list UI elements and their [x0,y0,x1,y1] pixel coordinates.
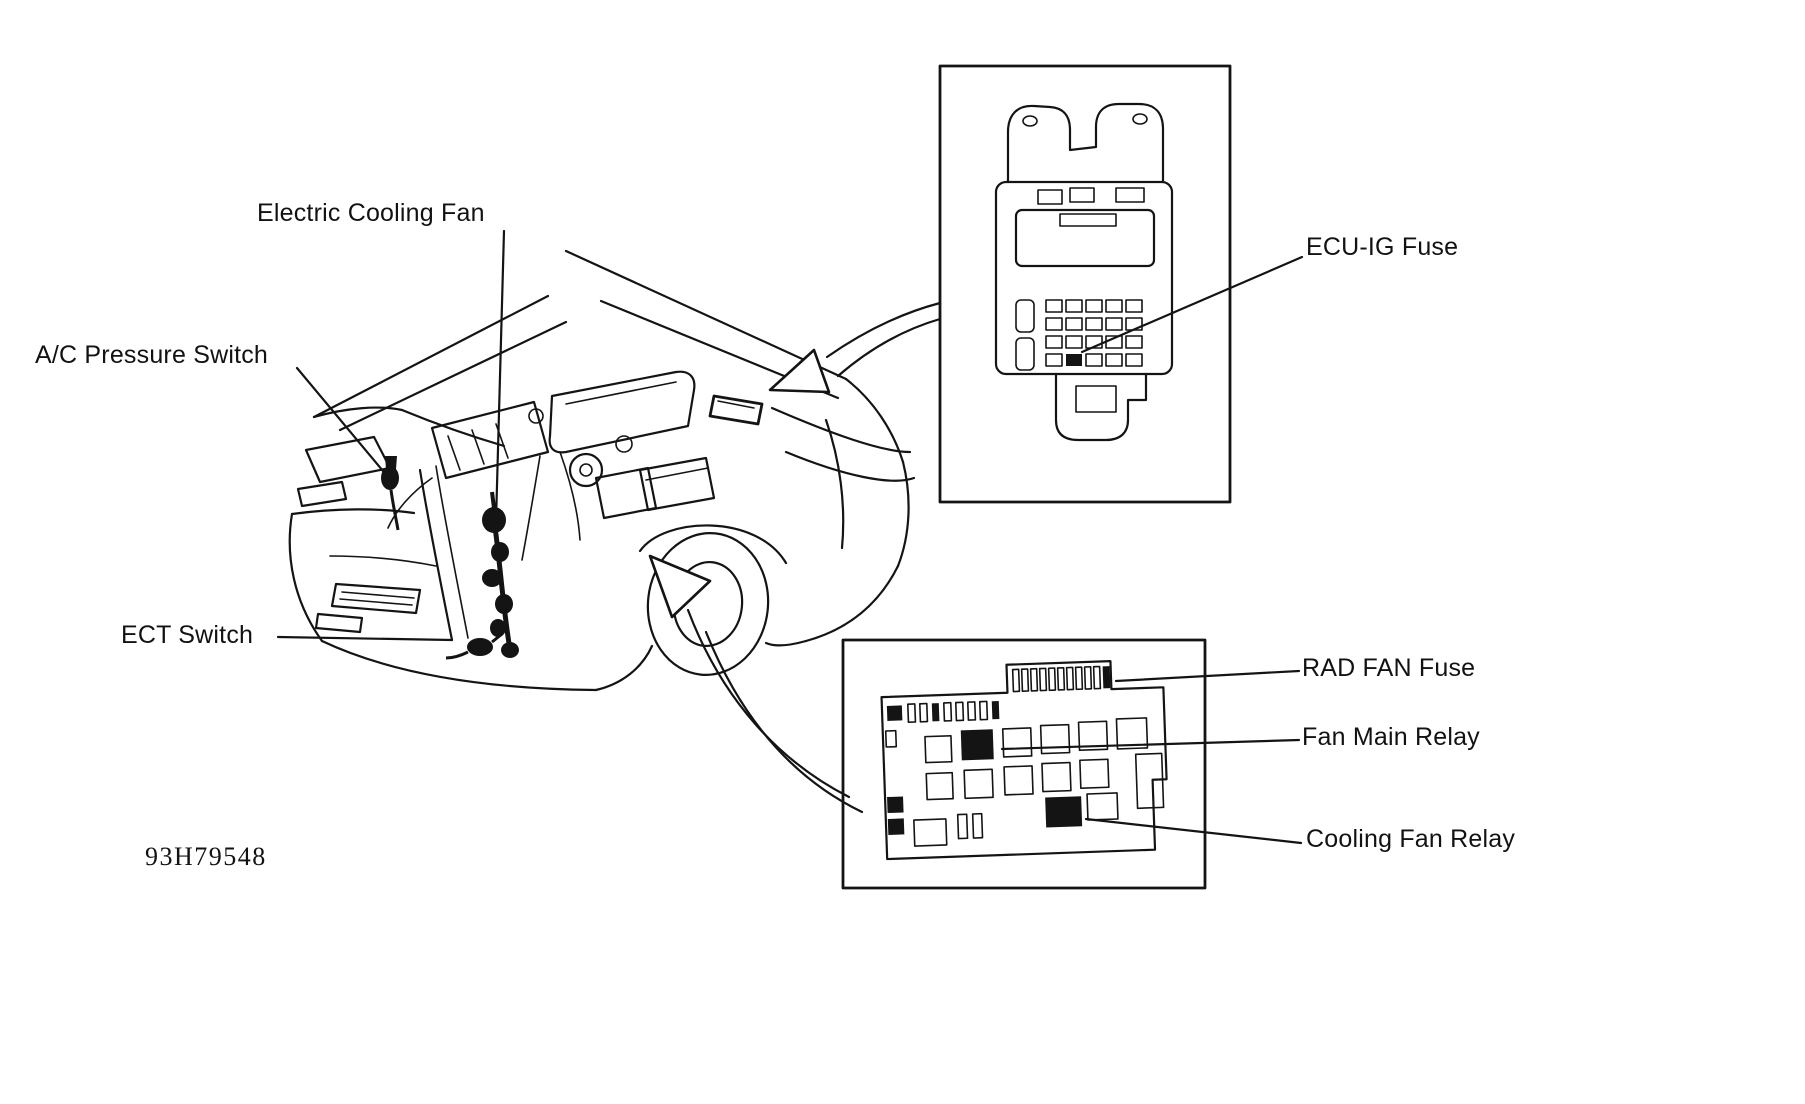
ac-switch-harness [389,489,400,531]
strut-tower-circle [568,452,604,488]
hose-line-3 [559,451,581,541]
inset-top-arrow-icon [768,301,942,394]
hose-line-1 [387,477,433,529]
rear-quarter-line [896,460,910,568]
bumper-face-line [288,512,324,643]
side-slot-1 [1015,299,1035,333]
label-ect-switch: ECT Switch [121,621,254,649]
door-crease-line [784,450,916,482]
ecu-ig-fuse-slot [1066,354,1082,366]
front-valance-line [594,644,654,692]
grille-outline [330,582,422,615]
front-wheel [638,524,788,676]
ecu-location-box [708,394,764,426]
radiator-edge-line [418,468,454,642]
intake-plenum-outline [548,370,696,454]
fuse-box-drawing [880,660,1168,861]
relay-grid [884,717,1165,847]
leader-ac-pressure-switch [295,366,390,479]
hose-line-2 [521,455,541,561]
side-slot-2 [1015,337,1035,371]
leader-cooling-fan-relay [1084,817,1303,845]
rocker-line [804,564,900,643]
fuse-grid [1045,299,1143,367]
bottom-inset-panel [841,638,1207,890]
figure-id: 93H79548 [145,842,267,871]
ecu-location-line [717,400,755,409]
mini-fuse-row [886,700,1000,724]
headlight-outline [304,435,392,484]
relay-cover-outline [1014,208,1156,268]
label-electric-cooling-fan: Electric Cooling Fan [257,199,485,227]
label-fan-main-relay: Fan Main Relay [1302,723,1480,751]
intake-plenum-line [565,381,677,405]
fog-lamp-outline [314,612,364,634]
strut-nut-circle [579,463,593,477]
ect-switch-harness [445,650,469,660]
windshield-edge-line [564,249,848,381]
leader-fan-main-relay [1000,738,1301,751]
inset-bottom-arrow-icon [648,554,864,814]
valance-crease [329,555,437,567]
module-foot-outline [1054,372,1148,442]
engine-bay-components [387,370,764,561]
leader-electric-cooling-fan [494,229,506,524]
bumper-top-line [290,508,416,516]
condenser-edge-line [435,465,469,639]
connector-tab-1 [1037,189,1063,205]
airbox-outline [594,466,658,520]
bracket-outline [1006,102,1165,184]
leader-ect-switch [276,635,454,642]
fender-top-line [338,320,568,432]
relay-cover-tab [1059,213,1117,227]
beltline [770,406,912,454]
fan-shroud-edge [491,519,513,651]
top-inset-panel [938,64,1232,504]
battery-outline [638,456,716,512]
grille-slats [339,591,415,606]
bumper-bottom-line [320,639,598,692]
ect-switch-tab [491,632,503,644]
label-ecu-ig-fuse: ECU-IG Fuse [1306,233,1459,261]
oil-cap-circle [528,408,544,424]
connector-tab-3 [1115,187,1145,203]
hood-edge-line [312,294,550,419]
nose-top-line [312,406,404,419]
arrowhead-to-fender [648,554,712,619]
label-cooling-fan-relay: Cooling Fan Relay [1306,825,1516,853]
tire-outline [646,532,770,676]
bracket-hole-right [1132,113,1148,125]
top-inset-border [938,64,1232,504]
bottom-inset-border [841,638,1207,890]
sill-line [764,639,808,647]
ac-pressure-switch-part [381,456,400,531]
ecu-module-drawing [994,102,1174,442]
leader-ecu-ig-fuse [1080,255,1304,354]
wheel-arch-line [638,524,788,565]
module-body-outline [994,180,1174,376]
radiator-support-top [400,408,506,448]
bracket-hole-left [1022,115,1038,127]
label-ac-pressure-switch: A/C Pressure Switch [35,341,269,369]
leader-lines [276,229,1304,845]
fan-main-relay-slot [960,729,994,761]
turn-signal-outline [296,480,348,508]
leader-rad-fan-fuse [1114,669,1301,683]
reservoir-cap-circle [615,435,633,453]
cooling-fan-relay-slot [1045,796,1083,828]
arrowhead-to-cowl [768,348,831,394]
cooling-fan-assembly [482,491,519,658]
module-foot-slot [1075,385,1117,413]
door-shut-line [824,418,845,550]
connector-tab-2 [1069,187,1095,203]
battery-line [645,467,709,481]
fan-bracket-stem [490,491,496,509]
fuse-box-outline [880,660,1168,861]
label-rad-fan-fuse: RAD FAN Fuse [1302,654,1476,682]
slim-fuse-row [1011,665,1111,693]
ect-switch-part [445,632,503,660]
rad-fan-fuse-slot [1102,666,1111,689]
